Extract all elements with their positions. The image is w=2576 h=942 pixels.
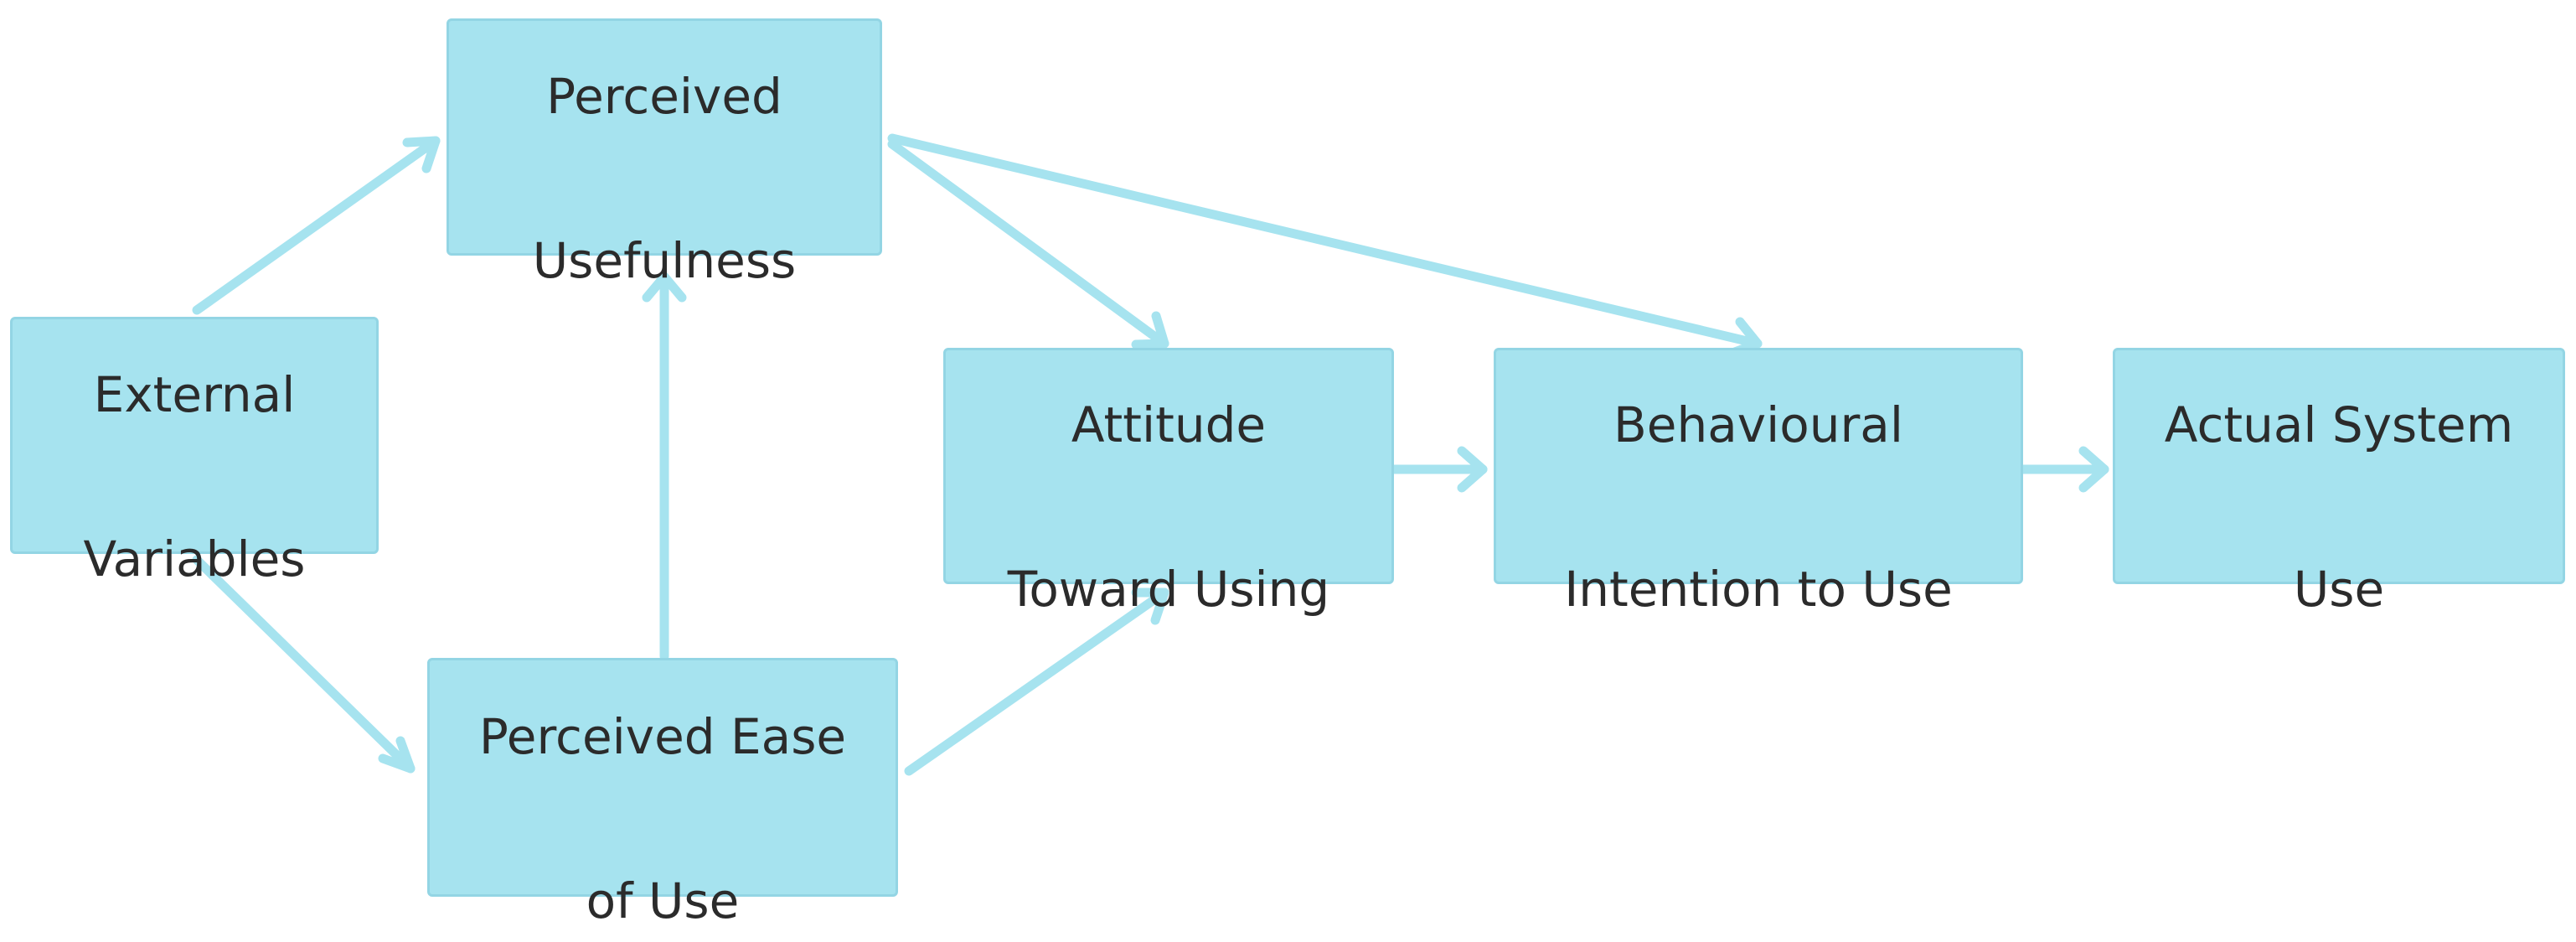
node-actual-system-use-line1: Actual System [2164,396,2514,453]
node-external-variables: External Variables [10,317,379,587]
node-actual-system-use-line2: Use [2293,561,2385,618]
node-attitude-toward-using-line1: Attitude [1071,396,1267,453]
arrow-attitude-to-intention [1390,446,1488,493]
node-perceived-ease-of-use-line1: Perceived Ease [478,707,847,765]
node-behavioural-intention: Behavioural Intention to Use [1494,348,2023,618]
node-perceived-usefulness: Perceived Usefulness [447,18,882,289]
arrow-external-to-usefulness [192,136,441,315]
node-external-variables-line2: Variables [83,530,306,587]
node-perceived-ease-of-use-label: Perceived Ease of Use [479,613,846,942]
node-attitude-toward-using-line2: Toward Using [1007,561,1330,618]
arrow-usefulness-to-attitude [887,139,1169,349]
arrow-intention-to-actual [2018,446,2109,493]
tam-diagram: External Variables Perceived Usefulness … [10,18,2565,929]
arrow-external-to-ease [192,555,416,774]
arrow-ease-to-usefulness [642,272,687,661]
node-perceived-usefulness-line1: Perceived [546,67,782,125]
node-attitude-toward-using: Attitude Toward Using [943,348,1394,618]
node-perceived-ease-of-use: Perceived Ease of Use [427,658,898,929]
node-behavioural-intention-line2: Intention to Use [1564,561,1953,618]
node-attitude-toward-using-label: Attitude Toward Using [1008,302,1329,630]
node-behavioural-intention-line1: Behavioural [1613,396,1903,453]
node-external-variables-line1: External [93,365,296,423]
arrow-ease-to-attitude [904,587,1169,776]
node-perceived-usefulness-label: Perceived Usefulness [533,0,797,302]
node-behavioural-intention-label: Behavioural Intention to Use [1564,302,1953,630]
node-actual-system-use: Actual System Use [2113,348,2565,618]
node-actual-system-use-label: Actual System Use [2165,302,2513,630]
node-external-variables-label: External Variables [83,272,305,600]
node-perceived-usefulness-line2: Usefulness [532,231,797,289]
node-perceived-ease-of-use-line2: of Use [586,872,740,929]
